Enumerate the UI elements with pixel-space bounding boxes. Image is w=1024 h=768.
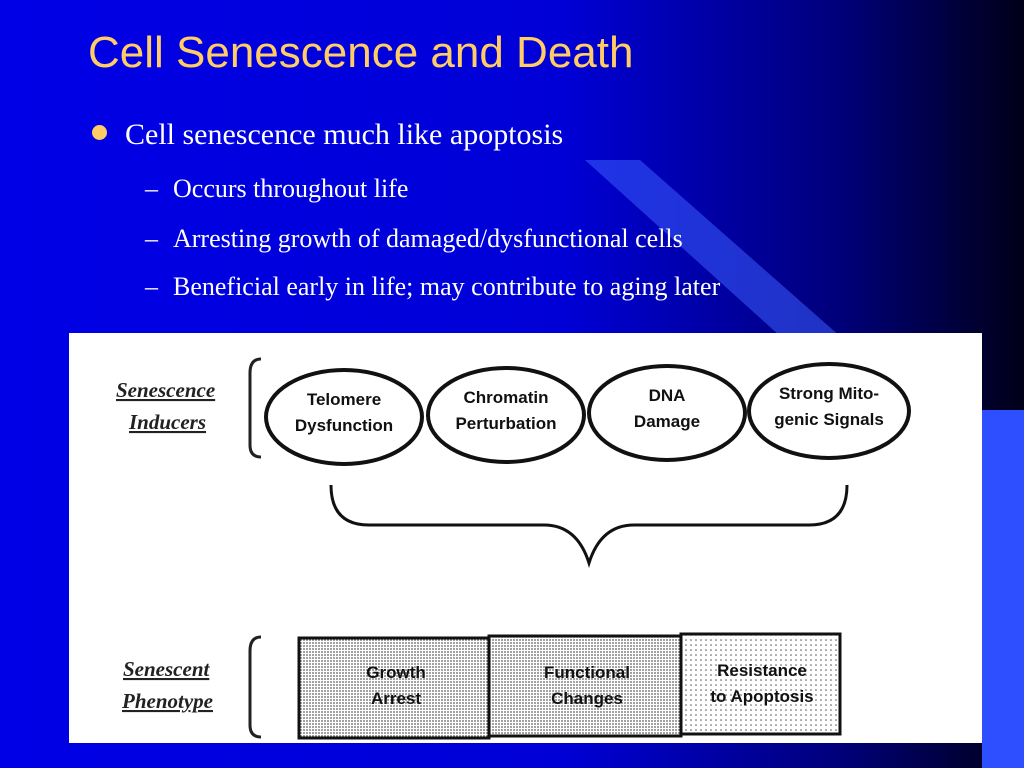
phenotype-text: Arrest (371, 689, 421, 708)
senescence-diagram: Senescence Inducers Telomere Dysfunction… (69, 333, 982, 743)
inducer-text: Dysfunction (295, 416, 393, 435)
phenotype-text: Resistance (717, 661, 807, 680)
left-bracket (248, 635, 262, 739)
decorative-band-lower (982, 410, 1024, 768)
inducer-text: Strong Mito- (779, 384, 879, 403)
slide-title: Cell Senescence and Death (88, 28, 634, 77)
decorative-light-ray (585, 160, 850, 345)
inducer-text: Chromatin (464, 388, 549, 407)
phenotype-label: Senescent (123, 657, 210, 681)
phenotype-text: Changes (551, 689, 623, 708)
phenotype-text: Growth (366, 663, 426, 682)
inducer-text: genic Signals (774, 410, 884, 429)
sub-bullet-text: Occurs throughout life (173, 174, 409, 203)
bullet-item: Cell senescence much like apoptosis (92, 118, 563, 152)
sub-bullet-text: Arresting growth of damaged/dysfunctiona… (173, 224, 683, 253)
phenotype-box (679, 632, 842, 736)
left-bracket (248, 357, 262, 459)
inducer-oval (426, 366, 586, 464)
sub-bullet-item: –Arresting growth of damaged/dysfunction… (145, 224, 683, 254)
phenotype-box (297, 636, 491, 740)
inducer-text: Damage (634, 412, 700, 431)
inducer-text: DNA (649, 386, 686, 405)
inducer-text: Telomere (307, 390, 381, 409)
bullet-dot-icon (92, 125, 107, 140)
phenotype-text: to Apoptosis (710, 687, 813, 706)
diagram-canvas: Senescence Inducers Telomere Dysfunction… (116, 357, 911, 740)
inducer-oval (264, 368, 424, 466)
sub-bullet-text: Beneficial early in life; may contribute… (173, 272, 721, 301)
phenotype-text: Functional (544, 663, 630, 682)
inducers-label: Senescence (116, 378, 215, 402)
bullet-text: Cell senescence much like apoptosis (125, 118, 564, 151)
inducer-oval (747, 362, 911, 460)
dash-icon: – (145, 224, 158, 253)
dash-icon: – (145, 174, 158, 203)
inducer-text: Perturbation (455, 414, 556, 433)
curly-brace (329, 484, 849, 568)
inducer-oval (587, 364, 747, 462)
phenotype-box (487, 634, 683, 738)
phenotype-label: Phenotype (121, 689, 213, 713)
sub-bullet-item: –Beneficial early in life; may contribut… (145, 272, 720, 302)
sub-bullet-item: –Occurs throughout life (145, 174, 408, 204)
inducers-label: Inducers (128, 410, 206, 434)
dash-icon: – (145, 272, 158, 301)
